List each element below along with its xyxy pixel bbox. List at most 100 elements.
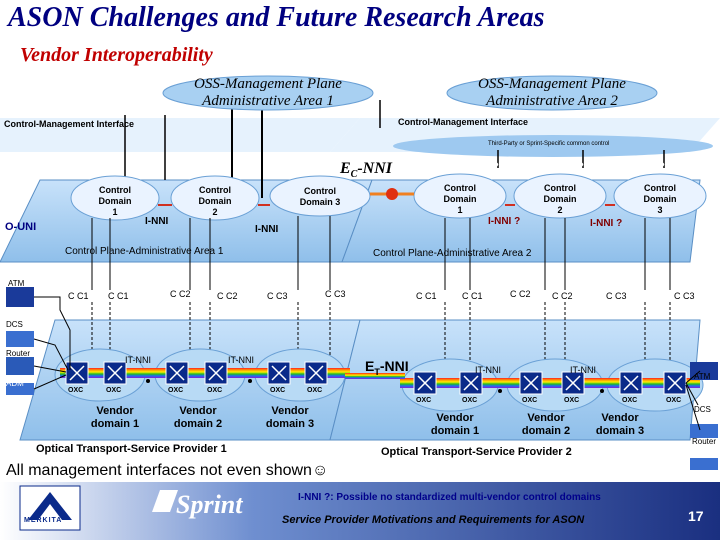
cc-label: C C3 — [606, 291, 627, 301]
cc-label: C C1 — [416, 291, 437, 301]
it-nni-points — [146, 379, 604, 393]
control-domain-cloud — [170, 175, 260, 221]
control-domain-cloud — [513, 173, 607, 219]
api-label: API — [571, 161, 587, 171]
control-domain-cloud — [269, 175, 371, 217]
slide-title: ASON Challenges and Future Research Area… — [8, 2, 545, 33]
left-equipment-links — [33, 296, 71, 390]
oxc-label: OXC — [307, 387, 323, 394]
oss-label-2: OSS-Management Plane Administrative Area… — [447, 76, 657, 110]
inni-question-label: I-NNI ? — [590, 218, 623, 229]
oxc-label: OXC — [270, 387, 286, 394]
oxc-label: OXC — [68, 387, 84, 394]
oxc-label: OXC — [462, 397, 478, 404]
oss1-line2: Administrative Area 1 — [202, 93, 334, 109]
oxc-label: OXC — [666, 397, 682, 404]
oss-cloud-1 — [162, 75, 374, 111]
equipment-label-adm-right: ADM — [694, 470, 712, 479]
cc-label: C C1 — [462, 291, 483, 301]
cc-label: C C1 — [68, 291, 89, 301]
api-label: API — [486, 161, 502, 171]
it-nni-label: IT-NNI — [125, 355, 151, 365]
oxc-label: OXC — [168, 387, 184, 394]
provider-1-label: Optical Transport-Service Provider 1 — [36, 443, 227, 455]
oxc-label: OXC — [106, 387, 122, 394]
footer-bar — [0, 482, 720, 540]
cc-label: C C3 — [267, 291, 288, 301]
et-nni-label: ET-NNI — [365, 358, 409, 377]
third-party-cloud — [393, 135, 713, 157]
right-equipment-links — [685, 370, 701, 431]
ec-nni-node — [386, 188, 398, 200]
cc-droplines — [91, 216, 671, 290]
et-nni-link — [345, 373, 405, 379]
provider-2-label: Optical Transport-Service Provider 2 — [381, 446, 572, 458]
control-plane-area-2-label: Control Plane-Administrative Area 2 — [373, 248, 532, 259]
cc-label: C C3 — [325, 289, 346, 299]
right-equipment-icons — [690, 362, 718, 470]
oxc-label: OXC — [564, 397, 580, 404]
api-label: API — [652, 161, 668, 171]
oss1-line1: OSS-Management Plane — [194, 76, 342, 92]
third-party-label: Third-Party or Sprint-Specific common co… — [488, 141, 610, 147]
cc-label: C C2 — [217, 291, 238, 301]
inni-label: I-NNI — [145, 216, 169, 227]
slide-subtitle: Vendor Interoperability — [20, 44, 213, 66]
control-plane-area-1-label: Control Plane-Administrative Area 1 — [65, 246, 224, 257]
oss2-line1: OSS-Management Plane — [478, 76, 626, 92]
merkita-logo-text: MERKITA — [24, 517, 63, 524]
equipment-label-router-left: Router — [6, 349, 31, 358]
ec-nni-label: EC-NNI — [340, 160, 393, 181]
oss-label-1: OSS-Management Plane Administrative Area… — [163, 76, 373, 110]
sprint-logo-mark — [152, 490, 178, 512]
left-equipment-icons — [6, 287, 34, 395]
control-domain-cloud — [413, 173, 507, 219]
management-plane-1 — [0, 118, 360, 152]
cc-label: C C3 — [674, 291, 695, 301]
inni-note: I-NNI ?: Possible no standardized multi-… — [298, 492, 601, 503]
control-domain-cloud — [70, 175, 160, 221]
oss-cloud-2 — [446, 75, 658, 111]
oxc-label: OXC — [522, 397, 538, 404]
it-nni-label: IT-NNI — [570, 365, 596, 375]
oxc-label: OXC — [622, 397, 638, 404]
o-uni-label: O-UNI — [5, 221, 37, 233]
oxc-label: OXC — [416, 397, 432, 404]
cc-label: C C2 — [510, 289, 531, 299]
inni-label: I-NNI — [255, 224, 279, 235]
oss2-line2: Administrative Area 2 — [486, 93, 618, 109]
cmi-label-right: Control-Management Interface — [398, 117, 529, 127]
control-domain-cloud — [613, 173, 707, 219]
cc-label: C C2 — [170, 289, 191, 299]
smile-icon: ☺ — [311, 462, 329, 479]
inni-question-label: I-NNI ? — [488, 216, 521, 227]
equipment-label-adm-left: ADM — [6, 379, 24, 388]
management-note: All management interfaces not even shown… — [6, 462, 329, 479]
optical-link-provider-2 — [400, 378, 700, 388]
it-nni-label: IT-NNI — [228, 355, 254, 365]
equipment-label-atm-left: ATM — [8, 279, 25, 288]
equipment-label-dcs-right: DCS — [694, 405, 711, 414]
equipment-label-dcs-left: DCS — [6, 320, 23, 329]
sprint-logo: Sprint — [176, 490, 243, 519]
equipment-label-router-right: Router — [692, 437, 717, 446]
oxc-cross-icons — [69, 365, 683, 391]
cc-label: C C2 — [552, 291, 573, 301]
oxc-label: OXC — [207, 387, 223, 394]
presentation-title: Service Provider Motivations and Require… — [282, 514, 585, 526]
it-nni-label: IT-NNI — [475, 365, 501, 375]
